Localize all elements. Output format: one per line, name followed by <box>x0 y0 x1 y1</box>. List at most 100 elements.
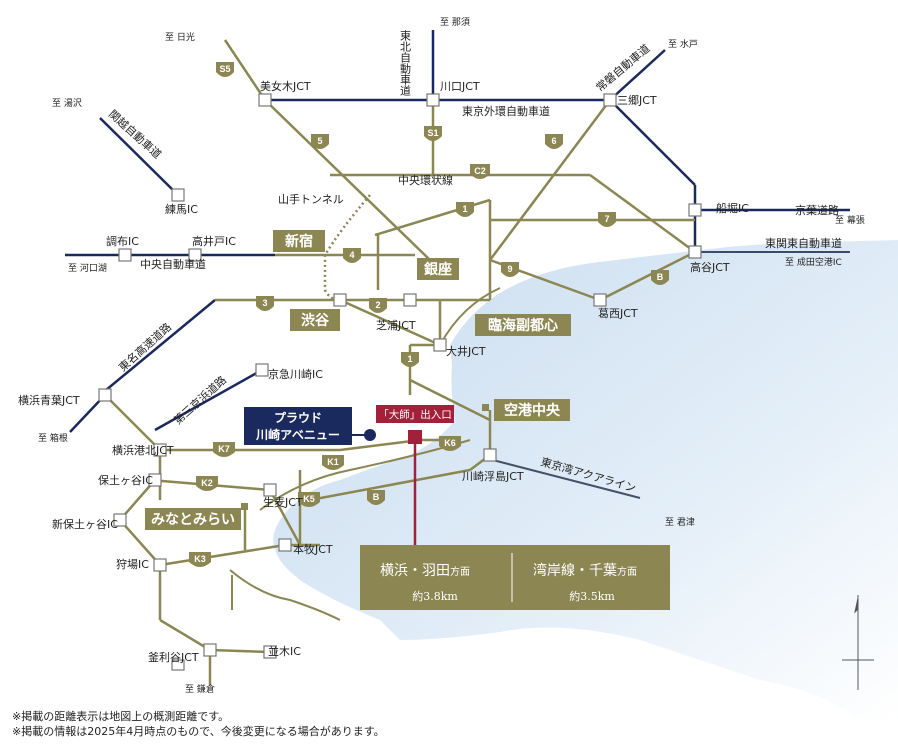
shield-1-south: 1 <box>401 352 419 367</box>
svg-text:高井戸IC: 高井戸IC <box>192 234 236 248</box>
svg-text:K5: K5 <box>303 494 315 504</box>
shield-k2: K2 <box>196 476 218 491</box>
svg-text:至 日光: 至 日光 <box>165 31 195 43</box>
shield-1-north: 1 <box>456 202 474 217</box>
shield-s1: S1 <box>424 126 442 141</box>
area-rinkai: 臨海副都心 <box>475 314 571 336</box>
junction-labels: 美女木JCT 川口JCT 三郷JCT 練馬IC 調布IC 高井戸IC 船堀IC … <box>18 79 749 664</box>
svg-text:K6: K6 <box>444 438 456 448</box>
shield-2: 2 <box>369 298 387 313</box>
destination-labels: 至 日光 至 那須 至 水戸 至 湯沢 至 河口湖 至 幕張 至 成田空港IC … <box>38 17 865 695</box>
higashikanto-label: 東関東自動車道 <box>765 236 842 250</box>
svg-text:約3.5km: 約3.5km <box>569 589 615 603</box>
daisan-keihin-label: 第三京浜道路 <box>171 373 229 428</box>
svg-text:船堀IC: 船堀IC <box>716 201 749 215</box>
svg-text:並木IC: 並木IC <box>268 644 301 658</box>
coastline <box>229 287 501 621</box>
svg-text:至 湯沢: 至 湯沢 <box>52 97 82 109</box>
svg-text:練馬IC: 練馬IC <box>165 202 198 216</box>
svg-text:至 水戸: 至 水戸 <box>668 38 698 50</box>
note-distance: ※掲載の距離表示は地図上の概測距離です。 <box>12 709 229 723</box>
svg-text:横浜青葉JCT: 横浜青葉JCT <box>18 393 80 407</box>
svg-text:葛西JCT: 葛西JCT <box>598 307 638 320</box>
svg-text:芝浦JCT: 芝浦JCT <box>376 319 416 332</box>
area-ginza: 銀座 <box>417 258 459 280</box>
svg-text:本牧JCT: 本牧JCT <box>293 542 333 556</box>
shield-k5: K5 <box>298 492 320 507</box>
svg-text:新宿: 新宿 <box>285 233 313 250</box>
yamate-tunnel-line <box>323 194 371 302</box>
interchange-markers <box>98 93 702 671</box>
entrance-marker: 「大師」出入口 <box>376 405 454 444</box>
svg-text:C2: C2 <box>474 166 486 176</box>
svg-text:川口JCT: 川口JCT <box>440 80 480 93</box>
shield-k3: K3 <box>189 552 211 567</box>
area-labels: 新宿 渋谷 銀座 臨海副都心 空港中央 みなとみらい <box>145 230 571 530</box>
shield-k7: K7 <box>213 442 235 457</box>
svg-text:7: 7 <box>604 214 609 224</box>
shield-b-east: B <box>651 270 669 285</box>
svg-text:1: 1 <box>462 204 467 214</box>
svg-text:川崎アベニュー: 川崎アベニュー <box>255 427 340 442</box>
shield-k6: K6 <box>439 436 461 451</box>
svg-text:三郷JCT: 三郷JCT <box>617 93 657 107</box>
shield-3: 3 <box>256 296 274 311</box>
shield-b-south: B <box>367 490 385 505</box>
joban-label: 常磐自動車道 <box>593 41 653 94</box>
gold-expressways <box>104 39 696 685</box>
svg-text:川崎浮島JCT: 川崎浮島JCT <box>462 469 524 483</box>
svg-text:銀座: 銀座 <box>424 261 452 278</box>
svg-text:2: 2 <box>375 300 380 310</box>
svg-text:6: 6 <box>551 136 556 146</box>
keiyo-label: 京葉道路 <box>795 203 839 217</box>
svg-text:K3: K3 <box>194 554 206 564</box>
chuo-kanjo-label: 中央環状線 <box>398 173 453 187</box>
svg-text:S1: S1 <box>427 128 438 138</box>
shield-c2: C2 <box>470 164 490 179</box>
svg-text:大井JCT: 大井JCT <box>446 344 486 358</box>
svg-text:1: 1 <box>407 354 412 364</box>
svg-text:至 君津: 至 君津 <box>665 517 695 528</box>
svg-text:K2: K2 <box>201 478 213 488</box>
tohoku-label: 東北自動車道 <box>399 30 412 96</box>
svg-text:横浜・羽田方面: 横浜・羽田方面 <box>380 563 470 579</box>
svg-text:4: 4 <box>349 250 354 260</box>
svg-text:「大師」出入口: 「大師」出入口 <box>378 408 452 421</box>
svg-text:至 箱根: 至 箱根 <box>38 432 68 444</box>
svg-text:釜利谷JCT: 釜利谷JCT <box>148 650 199 664</box>
svg-text:保土ヶ谷IC: 保土ヶ谷IC <box>98 473 153 487</box>
shield-4: 4 <box>343 248 361 263</box>
area-minatomirai: みなとみらい <box>145 508 241 530</box>
shield-6: 6 <box>545 134 563 149</box>
north-arrow-icon <box>842 595 874 690</box>
property-marker: プラウド 川崎アベニュー <box>244 407 376 445</box>
svg-text:至 幕張: 至 幕張 <box>835 214 865 226</box>
svg-text:みなとみらい: みなとみらい <box>151 512 235 528</box>
gaikan-label: 東京外環自動車道 <box>462 104 550 118</box>
note-date: ※掲載の情報は2025年4月時点のもので、今後変更になる場合があります。 <box>12 724 385 738</box>
svg-text:K1: K1 <box>327 457 339 467</box>
shield-9: 9 <box>501 262 519 277</box>
area-airport: 空港中央 <box>494 399 570 421</box>
svg-text:高谷JCT: 高谷JCT <box>690 260 730 274</box>
svg-text:9: 9 <box>507 264 512 274</box>
svg-text:空港中央: 空港中央 <box>504 402 561 419</box>
svg-text:プラウド: プラウド <box>274 410 322 425</box>
svg-text:至 鎌倉: 至 鎌倉 <box>185 683 215 695</box>
svg-text:至 河口湖: 至 河口湖 <box>68 262 107 274</box>
svg-text:K7: K7 <box>218 444 230 454</box>
svg-text:約3.8km: 約3.8km <box>412 589 458 603</box>
distance-box: 横浜・羽田方面 約3.8km 湾岸線・千葉方面 約3.5km <box>360 545 670 610</box>
svg-text:B: B <box>373 492 380 502</box>
svg-text:至 成田空港IC: 至 成田空港IC <box>785 256 842 268</box>
svg-text:生麦JCT: 生麦JCT <box>263 495 303 509</box>
svg-text:新保土ヶ谷IC: 新保土ヶ谷IC <box>52 517 118 531</box>
svg-text:5: 5 <box>317 136 322 146</box>
shield-s5: S5 <box>216 62 234 77</box>
shield-k1: K1 <box>322 455 344 470</box>
shield-5: 5 <box>311 134 329 149</box>
chuo-expwy-label: 中央自動車道 <box>140 257 206 271</box>
area-shibuya: 渋谷 <box>290 309 340 331</box>
